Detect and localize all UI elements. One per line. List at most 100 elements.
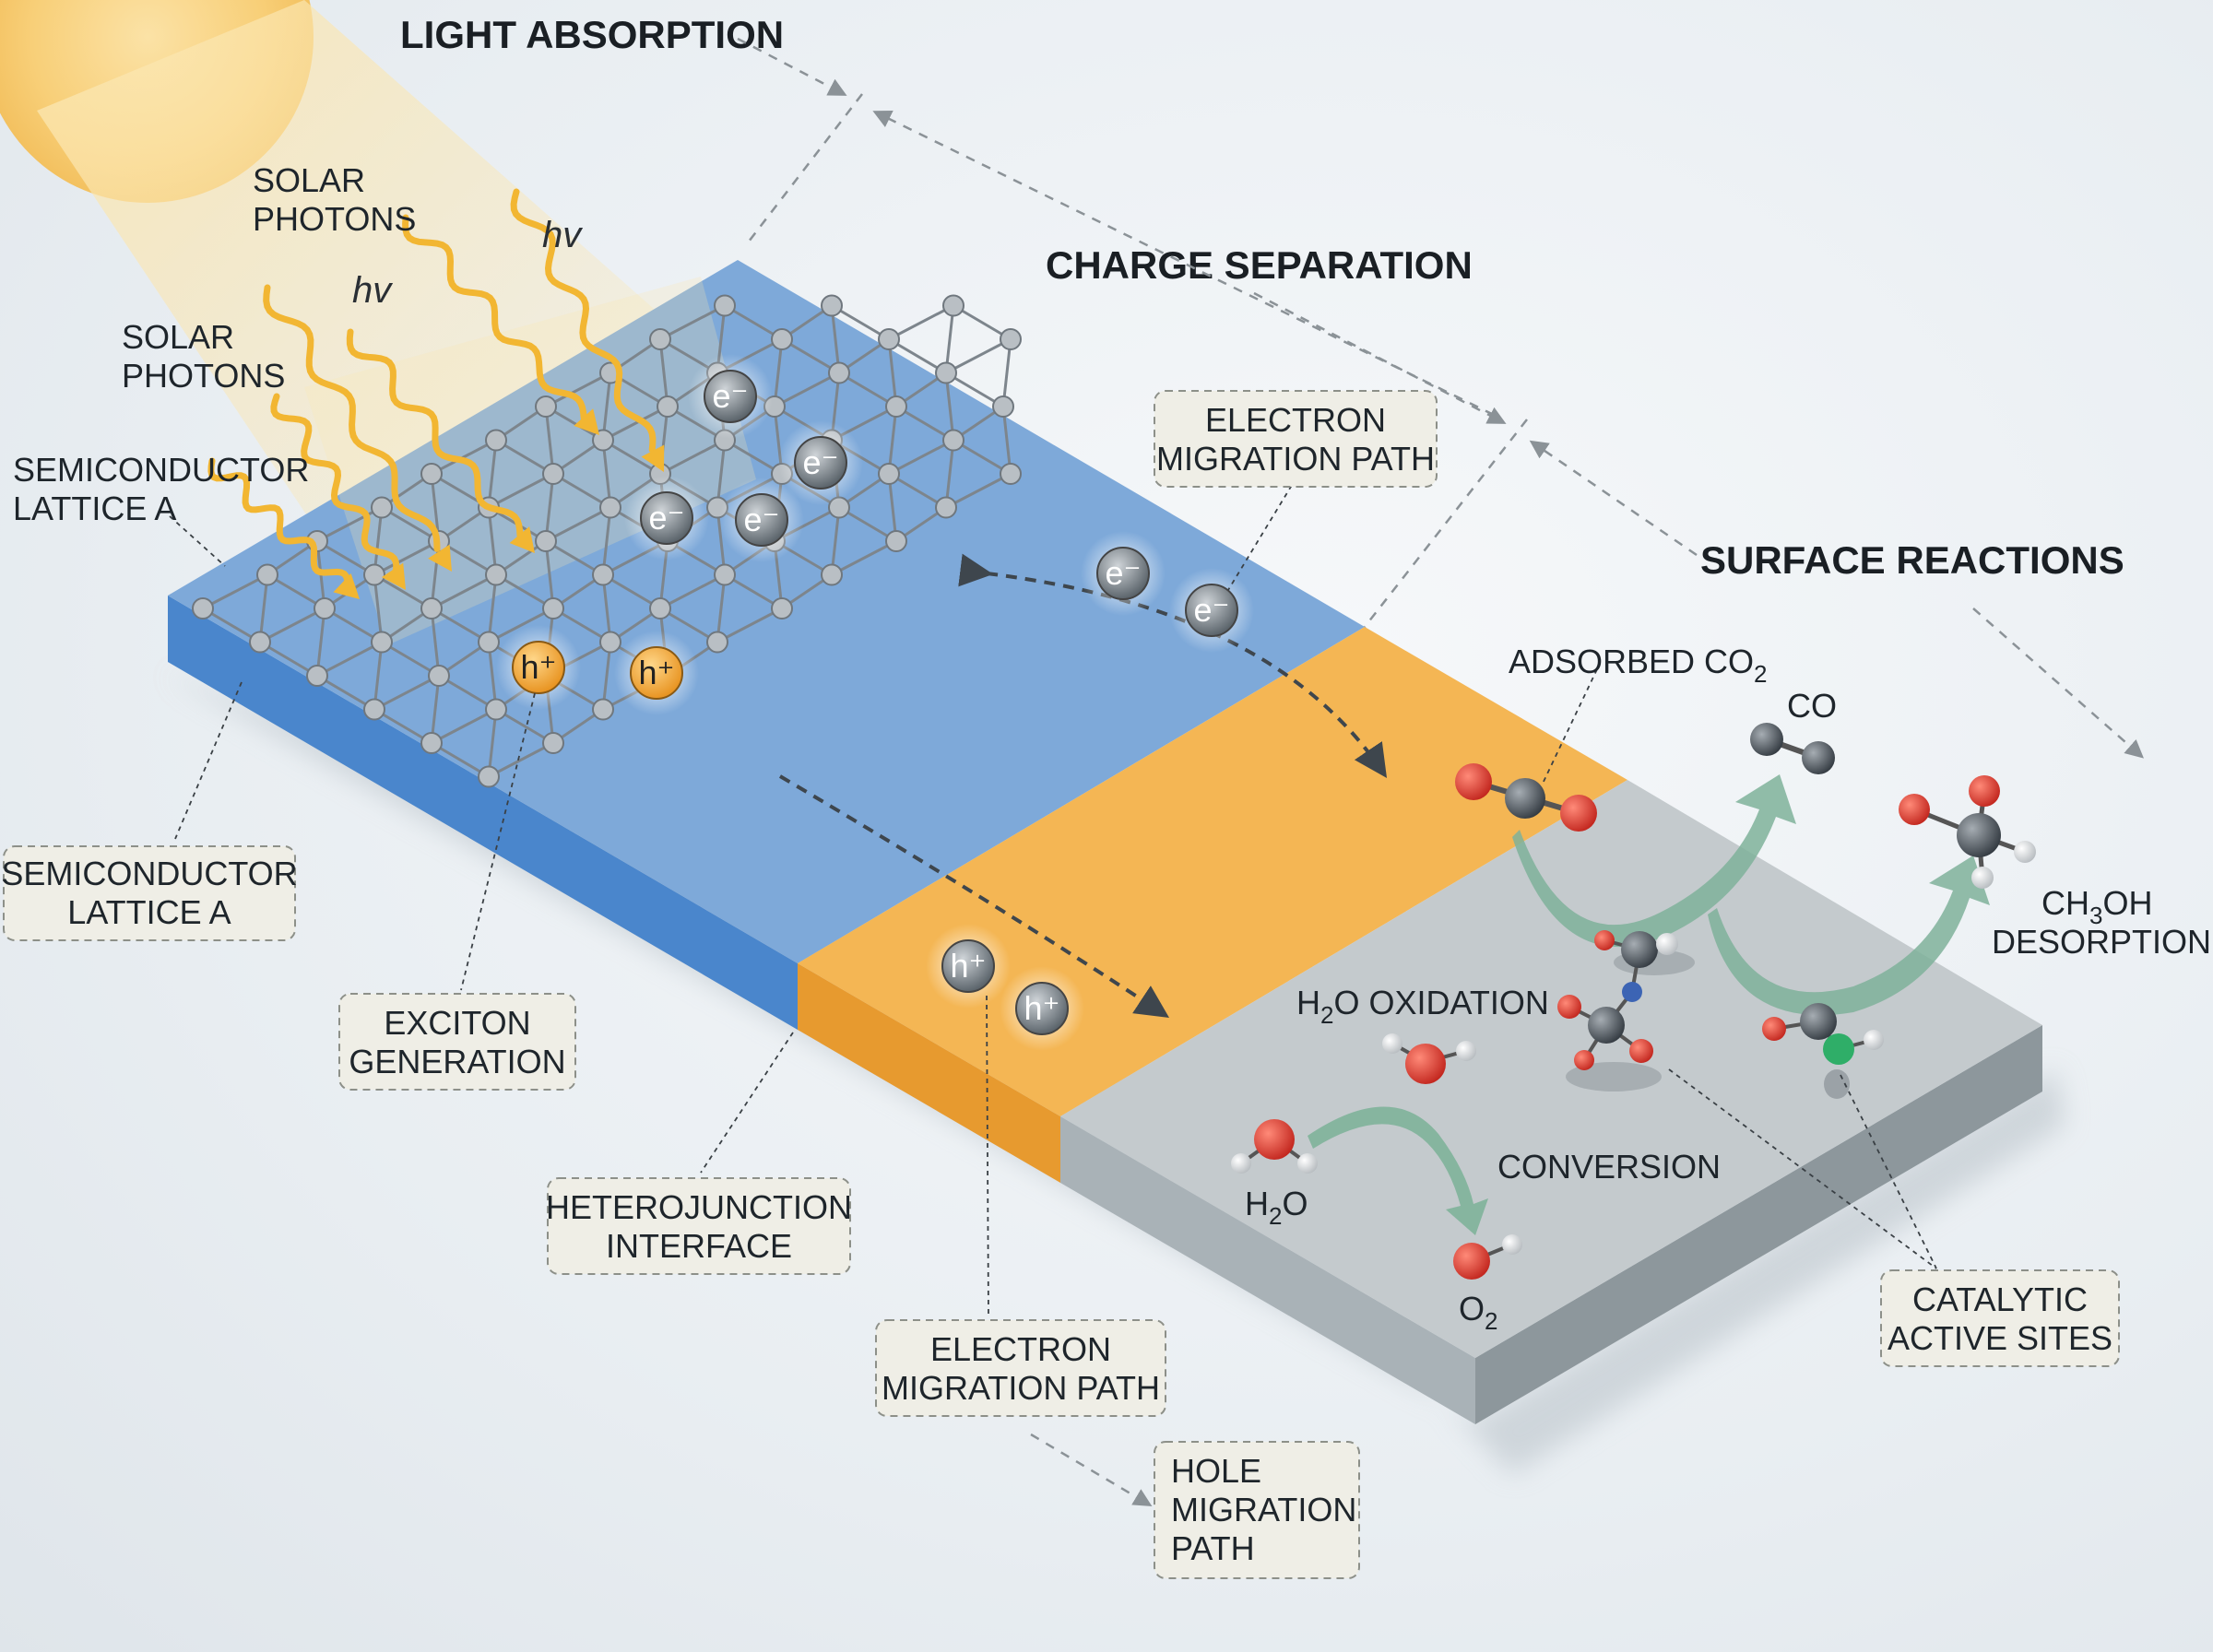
svg-text:EXCITON: EXCITON	[384, 1004, 530, 1042]
callout-hole-migration-path: HOLE MIGRATION PATH	[1154, 1441, 1360, 1579]
svg-text:e⁻: e⁻	[802, 443, 838, 481]
heading-charge-separation: CHARGE SEPARATION	[1046, 243, 1473, 287]
leader-electron-migration-bottom	[986, 995, 989, 1317]
leader-catalytic-1	[1668, 1068, 1937, 1269]
svg-text:ACTIVE SITES: ACTIVE SITES	[1888, 1319, 2112, 1357]
lattice-atom	[878, 328, 900, 350]
semiconductor-lattice	[192, 294, 1022, 788]
h2o-to-o2-arrow	[1308, 1106, 1488, 1235]
svg-text:MIGRATION: MIGRATION	[1171, 1491, 1356, 1528]
svg-text:SOLAR: SOLAR	[253, 161, 365, 199]
svg-text:CATALYTIC: CATALYTIC	[1912, 1280, 2088, 1318]
lattice-bond	[601, 574, 612, 643]
svg-text:e⁻: e⁻	[648, 499, 684, 537]
lattice-atom	[249, 631, 271, 654]
photon-wave	[207, 457, 351, 592]
lattice-atom	[935, 496, 957, 519]
lattice-side	[168, 596, 798, 1030]
callout-semiconductor-lattice: SEMICONDUCTOR LATTICE A	[1, 845, 298, 941]
lattice-bond	[716, 507, 727, 575]
lattice-atom	[1000, 328, 1022, 350]
lattice-bond	[1001, 406, 1012, 475]
electron: e⁻	[688, 354, 773, 439]
lattice-bond	[373, 507, 384, 575]
lattice-bond	[945, 337, 1012, 374]
lattice-atom	[657, 395, 679, 418]
lattice-atom	[878, 463, 900, 485]
lattice-atom	[771, 597, 793, 620]
lattice-atom	[478, 765, 500, 788]
lattice-bond	[659, 304, 726, 341]
electron: e⁻	[1081, 531, 1166, 616]
junction-side	[798, 963, 1060, 1183]
lattice-bond	[430, 473, 441, 542]
lattice-atom	[420, 463, 443, 485]
label-solar-photons-2: SOLAR PHOTONS	[122, 318, 285, 395]
hole-lattice: h⁺	[614, 631, 699, 715]
photon-waves	[207, 188, 665, 599]
lattice-bond	[258, 574, 269, 643]
lattice-bond	[545, 372, 611, 408]
lattice-bond	[945, 472, 1012, 509]
label-h2o: H2O	[1245, 1185, 1308, 1230]
lattice-atom	[649, 597, 671, 620]
lattice-bond	[716, 440, 727, 508]
electron: e⁻	[719, 478, 804, 562]
h2o-reactant-molecule	[1231, 1119, 1318, 1174]
lattice-bond	[888, 304, 954, 341]
lattice-atom	[420, 732, 443, 754]
lattice-atom	[485, 563, 507, 586]
svg-text:HOLE: HOLE	[1171, 1452, 1261, 1490]
lattice-bond	[431, 439, 497, 476]
lattice-bond	[488, 607, 554, 643]
lattice-bond	[601, 642, 612, 710]
electron-charges: e⁻ e⁻ e⁻ e⁻ e⁻ e⁻	[624, 354, 1254, 653]
photon-wave	[510, 188, 657, 454]
photon-wave	[402, 214, 587, 421]
svg-text:e⁻: e⁻	[743, 501, 779, 538]
h2o-molecule	[1382, 1033, 1476, 1084]
svg-text:PHOTONS: PHOTONS	[122, 357, 285, 395]
ch3oh-molecule	[1899, 775, 2036, 889]
svg-text:SEMICONDUCTOR: SEMICONDUCTOR	[13, 451, 309, 489]
hole-lattice: h⁺	[496, 625, 581, 710]
svg-text:h⁺: h⁺	[638, 654, 674, 691]
lattice-bond	[259, 607, 325, 643]
svg-text:MIGRATION PATH: MIGRATION PATH	[882, 1369, 1160, 1407]
lattice-bond	[202, 573, 268, 610]
lattice-bond	[431, 573, 497, 610]
lattice-bond	[602, 405, 669, 442]
lattice-bond	[601, 372, 612, 441]
lattice-bond	[888, 439, 954, 476]
callout-exciton-generation: EXCITON GENERATION	[338, 993, 576, 1091]
svg-text:PATH: PATH	[1171, 1529, 1255, 1567]
lattice-atom	[599, 631, 621, 654]
svg-text:e⁻: e⁻	[1105, 554, 1141, 592]
lattice-bond	[944, 440, 955, 508]
svg-text:ELECTRON: ELECTRON	[930, 1330, 1111, 1368]
hole-junction: h⁺	[926, 924, 1011, 1009]
lattice-atom	[192, 597, 214, 620]
lattice-bond	[831, 539, 897, 576]
lattice-atom	[371, 496, 393, 519]
label-semiconductor-top: SEMICONDUCTOR LATTICE A	[13, 451, 309, 527]
svg-text:INTERFACE: INTERFACE	[606, 1227, 792, 1265]
leader-electron-migration-top	[1227, 477, 1297, 591]
photon-wave	[263, 284, 441, 552]
lattice-atom	[1000, 463, 1022, 485]
lattice-bond	[774, 372, 840, 408]
guide-arrow-light	[737, 37, 847, 96]
lattice-atom	[599, 496, 621, 519]
lattice-bond	[658, 338, 669, 407]
electron: e⁻	[1169, 568, 1254, 653]
lattice-bond	[430, 675, 441, 744]
label-h2o-oxidation: H2O OXIDATION	[1296, 984, 1549, 1029]
lattice-bond	[487, 709, 498, 777]
lattice-bond	[544, 540, 555, 609]
lattice-bond	[431, 708, 497, 745]
lattice-bond	[887, 406, 898, 475]
lattice-bond	[887, 473, 898, 542]
lattice-bond	[487, 574, 498, 643]
hv-symbol-1: hv	[542, 215, 583, 255]
lattice-atom	[885, 530, 907, 552]
